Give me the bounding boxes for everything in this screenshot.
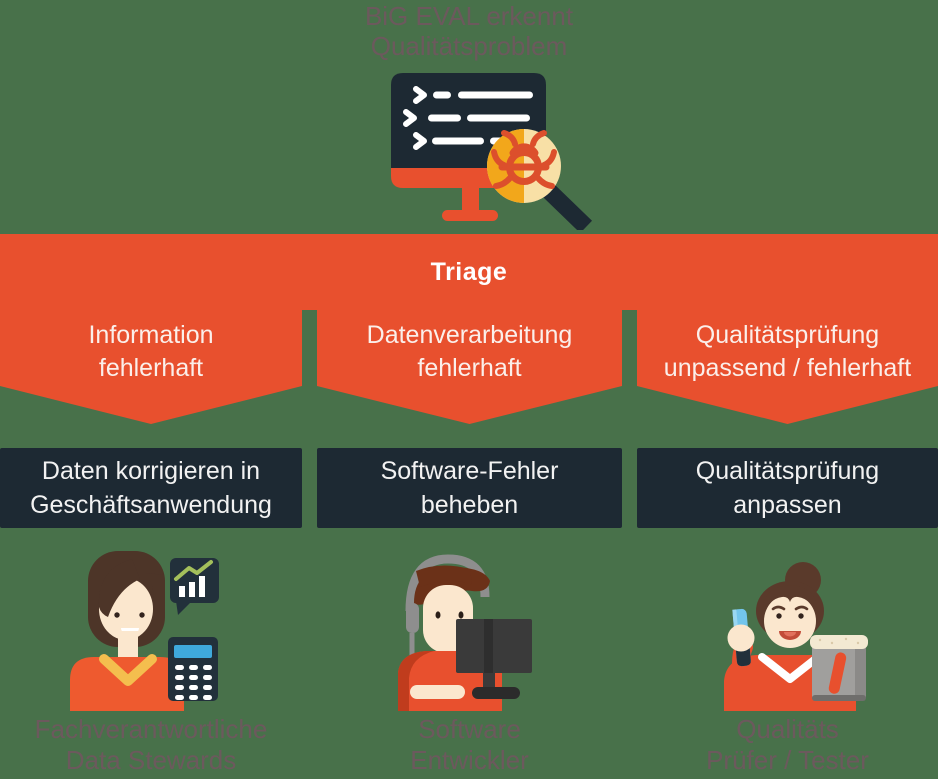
- role-2-line1: Software: [418, 714, 521, 744]
- cause-label-3: Qualitätsprüfung unpassend / fehlerhaft: [637, 319, 938, 385]
- triage-banner: Triage: [0, 234, 938, 310]
- bug-magnifier-icon: [487, 129, 593, 230]
- role-1-line1: Fachverantwortliche: [34, 714, 268, 744]
- action-1-line1: Daten korrigieren in: [41, 457, 261, 485]
- page-title: BiG EVAL erkennt Qualitätsproblem: [0, 1, 938, 61]
- chevron-information: [0, 310, 302, 424]
- data-steward-illustration: [70, 551, 219, 711]
- steward-woman: [70, 551, 184, 711]
- action-3-line1: Qualitätsprüfung: [695, 457, 880, 485]
- triage-label: Triage: [430, 257, 508, 286]
- page-title-line1: BiG EVAL erkennt: [364, 1, 574, 31]
- tester-illustration: [724, 562, 868, 711]
- code-lines-icon: [403, 86, 533, 150]
- developer-illustration: [398, 554, 532, 711]
- cause-3-line2: unpassend / fehlerhaft: [663, 354, 912, 382]
- calculator-icon: [168, 637, 218, 701]
- monitor-back-icon: [456, 619, 532, 699]
- action-2-line2: beheben: [420, 491, 519, 519]
- cause-1-line2: fehlerhaft: [98, 354, 204, 382]
- page-title-line2: Qualitätsproblem: [370, 31, 568, 61]
- cause-2-line2: fehlerhaft: [417, 354, 522, 382]
- chevron-datenverarbeitung: [317, 310, 622, 424]
- role-label-3: Qualitäts Prüfer / Tester: [637, 714, 938, 776]
- action-3-line2: anpassen: [733, 491, 842, 519]
- cause-3-line1: Qualitätsprüfung: [695, 321, 880, 349]
- cause-1-line1: Information: [88, 321, 214, 349]
- cause-label-2: Datenverarbeitung fehlerhaft: [317, 319, 622, 385]
- action-1-line2: Geschäftsanwendung: [30, 491, 272, 519]
- tester-hand: [727, 624, 755, 652]
- role-3-line2: Prüfer / Tester: [706, 745, 869, 775]
- role-label-1: Fachverantwortliche Data Stewards: [0, 714, 302, 776]
- action-box-3: Qualitätsprüfung anpassen: [637, 448, 938, 528]
- action-box-2: Software-Fehler beheben: [317, 448, 622, 528]
- clipboard-icon: [810, 635, 868, 701]
- role-3-line1: Qualitäts: [736, 714, 839, 744]
- code-monitor-bug-magnifier-icon: [391, 73, 593, 230]
- role-label-2: Software Entwickler: [317, 714, 622, 776]
- role-2-line2: Entwickler: [410, 745, 529, 775]
- role-1-line2: Data Stewards: [65, 745, 237, 775]
- branch-chevrons: [0, 310, 938, 424]
- cause-2-line1: Datenverarbeitung: [366, 321, 573, 349]
- chart-speech-bubble-icon: [170, 558, 219, 615]
- action-box-1: Daten korrigieren in Geschäftsanwendung: [0, 448, 302, 528]
- cause-label-1: Information fehlerhaft: [0, 319, 302, 385]
- action-2-line1: Software-Fehler: [380, 457, 559, 485]
- chevron-qualitaetspruefung: [637, 310, 938, 424]
